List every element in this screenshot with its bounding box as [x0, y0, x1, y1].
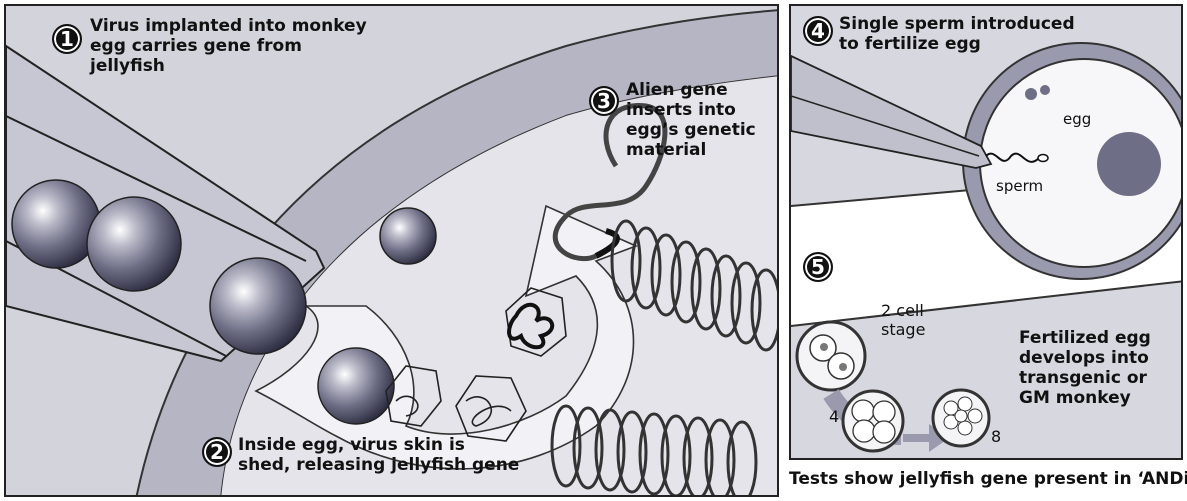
step-1-badge: 1 — [52, 24, 82, 54]
fertilized-line: transgenic or — [1019, 368, 1151, 388]
step-1-line: jellyfish — [90, 56, 367, 76]
step-2-label: Inside egg, virus skin is shed, releasin… — [238, 435, 519, 475]
fertilized-line: Fertilized egg — [1019, 328, 1151, 348]
step-2-line: shed, releasing jellyfish gene — [238, 455, 519, 475]
step-5-badge: 5 — [803, 252, 833, 282]
sperm-pipette — [791, 56, 991, 168]
panel-gene-insertion: 1 Virus implanted into monkey egg carrie… — [4, 4, 779, 497]
eight-cell-embryo — [933, 390, 989, 446]
step-1-line: Virus implanted into monkey — [90, 16, 367, 36]
polar-body — [1040, 85, 1050, 95]
two-cell-embryo — [797, 322, 865, 390]
fertilized-line: develops into — [1019, 348, 1151, 368]
egg-label: egg — [1063, 111, 1091, 129]
step-2-badge: 2 — [202, 437, 232, 467]
virus-particle — [87, 197, 181, 291]
eight-cell-label: 8 — [991, 428, 1001, 447]
step-3-line: material — [626, 140, 756, 160]
four-cell-embryo — [843, 391, 903, 451]
sperm-head — [1038, 155, 1048, 162]
step-3-label: Alien gene inserts into egg’s genetic ma… — [626, 80, 756, 160]
step-3-badge: 3 — [589, 86, 619, 116]
step-4-badge: 4 — [803, 16, 833, 46]
step-1-label: Virus implanted into monkey egg carries … — [90, 16, 367, 76]
egg-nucleus — [1097, 132, 1161, 196]
polar-body — [1025, 88, 1037, 100]
four-cell-label: 4 — [829, 408, 839, 427]
step-1-line: egg carries gene from — [90, 36, 367, 56]
virus-particle — [12, 180, 100, 268]
step-4-line: Single sperm introduced — [839, 14, 1075, 34]
step-3-line: Alien gene — [626, 80, 756, 100]
two-cell-line: 2 cell — [881, 302, 925, 321]
fertilized-egg-label: Fertilized egg develops into transgenic … — [1019, 328, 1151, 408]
virus-particle — [380, 208, 436, 264]
step-4-label: Single sperm introduced to fertilize egg — [839, 14, 1075, 54]
panel-fertilization: 4 Single sperm introduced to fertilize e… — [789, 4, 1183, 460]
step-3-line: egg’s genetic — [626, 120, 756, 140]
fertilized-line: GM monkey — [1019, 388, 1151, 408]
virus-particle-shedding — [318, 348, 394, 424]
caption: Tests show jellyfish gene present in ‘AN… — [789, 469, 1187, 489]
sperm-label: sperm — [996, 178, 1043, 196]
step-4-line: to fertilize egg — [839, 34, 1075, 54]
step-3-line: inserts into — [626, 100, 756, 120]
virus-particle — [210, 258, 306, 354]
two-cell-line: stage — [881, 321, 925, 340]
two-cell-stage-label: 2 cell stage — [881, 302, 925, 340]
step-2-line: Inside egg, virus skin is — [238, 435, 519, 455]
